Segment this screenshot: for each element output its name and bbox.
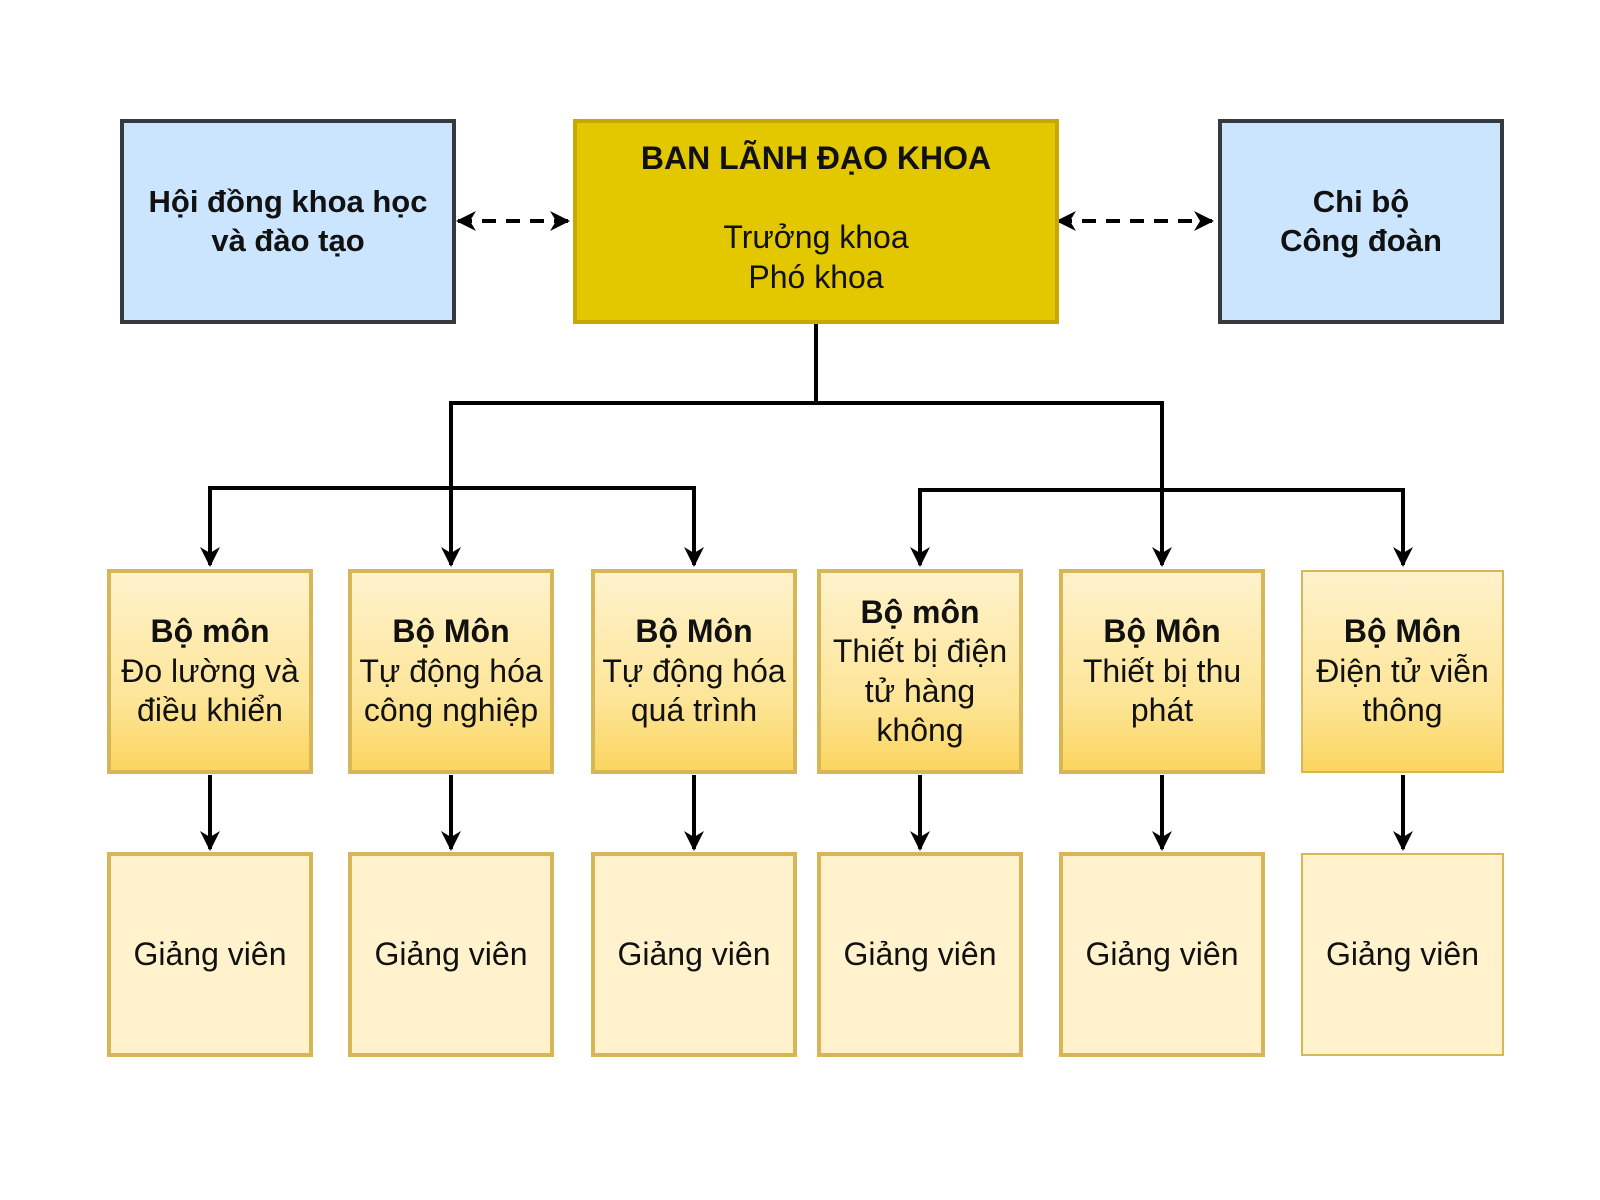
lecturer-box: Giảng viên: [1059, 852, 1265, 1057]
party-line1: Chi bộ: [1312, 184, 1410, 220]
lecturer-label: Giảng viên: [843, 935, 997, 972]
department-name-line: Đo lường và: [121, 652, 299, 689]
party-union-box: Chi bộ Công đoàn: [1218, 119, 1504, 324]
department-box-avionics: Bộ môn Thiết bị điện tử hàng không: [817, 569, 1023, 774]
department-box-telecom: Bộ Môn Điện tử viễn thông: [1301, 570, 1504, 773]
department-head: Bộ Môn: [1343, 613, 1462, 650]
leadership-line1: Trưởng khoa: [723, 219, 909, 256]
department-name-line: thông: [1362, 692, 1443, 729]
lecturer-label: Giảng viên: [1326, 935, 1479, 972]
department-box-transceiver: Bộ Môn Thiết bị thu phát: [1059, 569, 1265, 774]
department-name-line: công nghiệp: [363, 692, 539, 729]
trunk-connector-right: [816, 401, 1172, 567]
lecturer-label: Giảng viên: [1085, 935, 1239, 972]
lecturer-box: Giảng viên: [1301, 853, 1504, 1056]
lecturer-box: Giảng viên: [107, 852, 313, 1057]
right-branch-connector: [910, 488, 1162, 567]
department-name-line: Thiết bị điện: [832, 633, 1008, 670]
science-council-box: Hội đồng khoa học và đào tạo: [120, 119, 456, 324]
department-box-process-automation: Bộ Môn Tự động hóa quá trình: [591, 569, 797, 774]
department-name-line: quá trình: [630, 692, 758, 729]
lecturer-box: Giảng viên: [591, 852, 797, 1057]
department-head: Bộ môn: [860, 593, 980, 630]
department-box-measurement: Bộ môn Đo lường và điều khiển: [107, 569, 313, 774]
lecturer-label: Giảng viên: [133, 935, 287, 972]
party-line2: Công đoàn: [1280, 222, 1442, 258]
department-name-line: Tự động hóa: [602, 652, 786, 689]
lecturer-box: Giảng viên: [817, 852, 1023, 1057]
department-box-industrial-automation: Bộ Môn Tự động hóa công nghiệp: [348, 569, 554, 774]
department-name-line: Tự động hóa: [359, 652, 543, 689]
council-line1: Hội đồng khoa học: [148, 184, 428, 220]
department-name-line: tử hàng: [864, 672, 976, 709]
department-head: Bộ Môn: [635, 613, 753, 650]
department-head: Bộ Môn: [392, 613, 510, 650]
lecturer-label: Giảng viên: [374, 935, 528, 972]
department-head: Bộ môn: [150, 613, 270, 650]
department-name-line: phát: [1130, 692, 1194, 729]
leadership-line2: Phó khoa: [748, 258, 884, 295]
lecturer-label: Giảng viên: [617, 935, 771, 972]
department-name-line: Điện tử viễn: [1316, 652, 1489, 689]
faculty-leadership-box: BAN LÃNH ĐẠO KHOA Trưởng khoa Phó khoa: [573, 119, 1059, 324]
department-name-line: Thiết bị thu: [1082, 652, 1242, 689]
left-branch-connector-2: [451, 486, 704, 567]
department-name-line: không: [876, 711, 964, 748]
department-name-line: điều khiển: [137, 692, 283, 729]
trunk-connector: [441, 322, 818, 567]
department-head: Bộ Môn: [1103, 613, 1221, 650]
left-branch-connector: [200, 486, 451, 567]
right-branch-connector-2: [1162, 488, 1413, 567]
lecturer-box: Giảng viên: [348, 852, 554, 1057]
leadership-title: BAN LÃNH ĐẠO KHOA: [640, 140, 992, 176]
council-line2: và đào tạo: [211, 222, 365, 258]
